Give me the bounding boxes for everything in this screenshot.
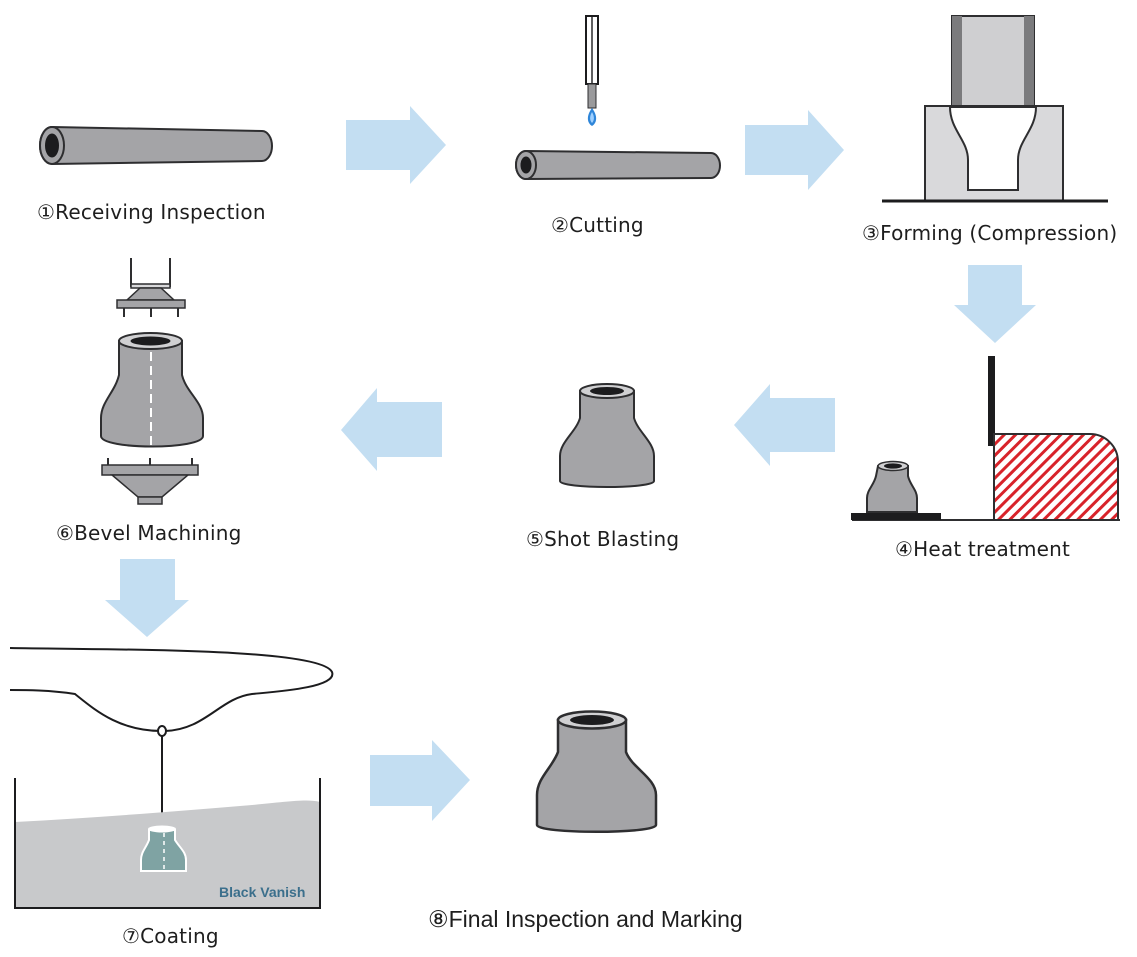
- pipe-icon: [515, 149, 721, 181]
- step-label-bevel-machining: ⑥Bevel Machining: [56, 521, 242, 545]
- coating-caption: Black Vanish: [219, 884, 306, 900]
- coating-tank-icon: [9, 647, 334, 909]
- bevel-machine-icon: [100, 258, 204, 505]
- flow-arrows: [105, 106, 1036, 821]
- cutting-torch-icon: [585, 15, 599, 126]
- flow-arrow-6-to-7: [105, 559, 189, 637]
- press-die-icon: [882, 15, 1108, 203]
- reducer-icon: [535, 710, 658, 833]
- reducer-icon: [866, 460, 918, 513]
- reducer-icon: [559, 383, 655, 488]
- flow-arrow-5-to-6: [341, 388, 442, 471]
- pipe-icon: [39, 125, 273, 166]
- step-label-cutting: ②Cutting: [551, 213, 644, 237]
- step-label-shot-blasting: ⑤Shot Blasting: [526, 527, 680, 551]
- flow-arrow-3-to-4: [954, 265, 1036, 343]
- flow-arrow-1-to-2: [346, 106, 446, 184]
- step-label-forming: ③Forming (Compression): [862, 221, 1118, 245]
- flow-arrow-2-to-3: [745, 110, 844, 190]
- step-label-receiving-inspection: ①Receiving Inspection: [37, 200, 266, 224]
- flow-arrow-4-to-5: [734, 384, 835, 466]
- flow-arrow-7-to-8: [370, 740, 470, 821]
- furnace-icon: [851, 356, 1120, 521]
- step-label-heat-treatment: ④Heat treatment: [895, 537, 1071, 561]
- step-label-coating: ⑦Coating: [122, 924, 219, 948]
- step-label-final-inspection: ⑧Final Inspection and Marking: [428, 906, 743, 932]
